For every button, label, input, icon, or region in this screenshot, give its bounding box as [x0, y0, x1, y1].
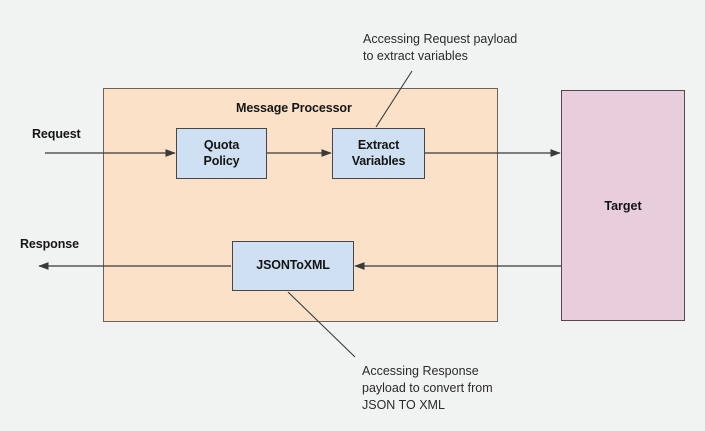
extract-variables-label: Extract Variables — [351, 138, 406, 168]
annotation-response-payload: Accessing Response payload to convert fr… — [362, 364, 493, 412]
policy-box-jsontoxml[interactable]: JSONToXML — [232, 241, 354, 291]
policy-box-extract-variables[interactable]: Extract Variables — [332, 128, 425, 179]
request-label: Request — [32, 127, 81, 141]
target-box: Target — [561, 90, 685, 321]
message-processor-title: Message Processor — [236, 101, 352, 115]
jsontoxml-label: JSONToXML — [256, 258, 330, 273]
target-label: Target — [604, 198, 642, 213]
quota-policy-label: Quota Policy — [203, 138, 240, 168]
annotation-request-payload: Accessing Request payload to extract var… — [363, 32, 518, 63]
policy-box-quota[interactable]: Quota Policy — [176, 128, 267, 179]
response-label: Response — [20, 237, 79, 251]
